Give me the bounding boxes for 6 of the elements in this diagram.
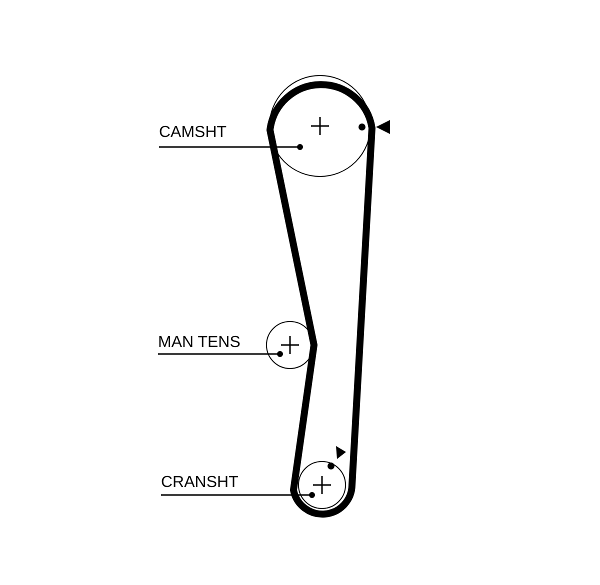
leader-line (161, 492, 315, 498)
part-label: CAMSHT (159, 124, 227, 142)
leader-line (158, 351, 283, 357)
part-label: CRANSHT (161, 474, 238, 492)
leader-line (159, 144, 303, 150)
part-label: MAN TENS (158, 334, 240, 352)
